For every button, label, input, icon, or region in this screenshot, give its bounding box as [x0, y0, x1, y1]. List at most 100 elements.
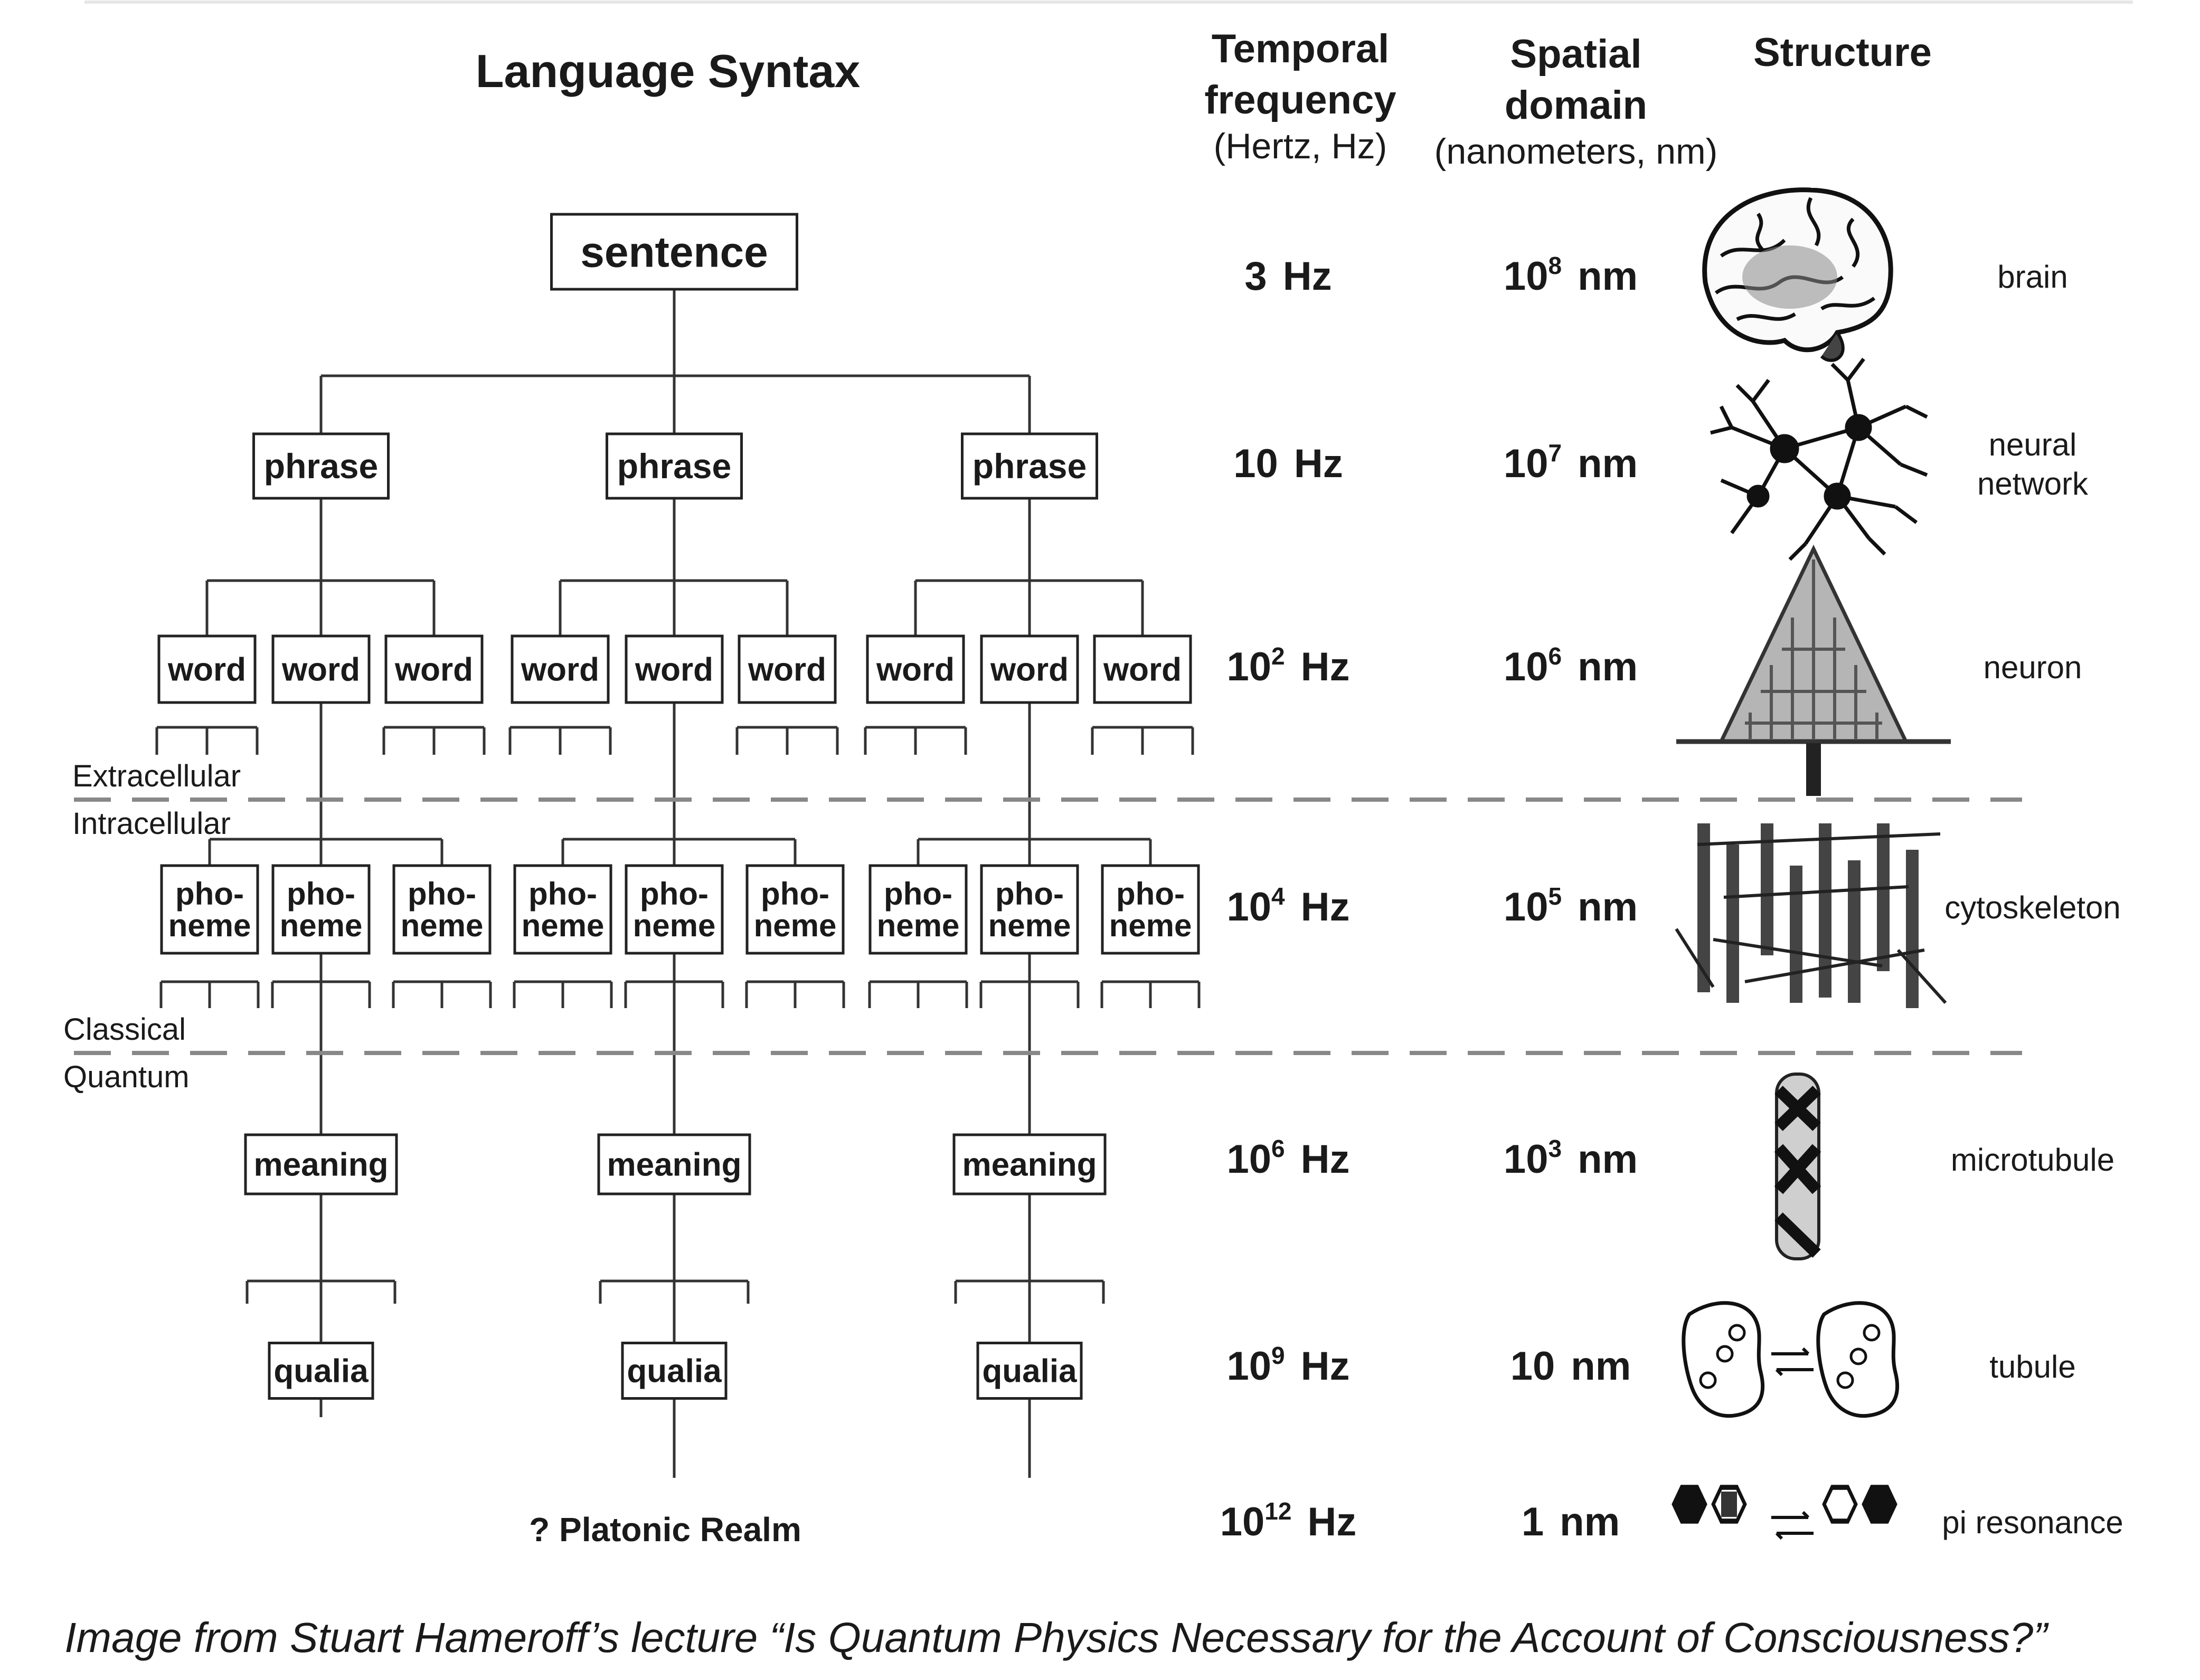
phoneme-node-frame — [392, 864, 492, 955]
word-node-label: word — [167, 652, 246, 688]
tree-connectors — [155, 289, 1201, 1478]
phoneme-node-label: neme — [988, 908, 1071, 943]
word-node-frame — [1093, 634, 1192, 704]
phoneme-node-label: neme — [633, 908, 716, 943]
phoneme-node-label: pho- — [640, 876, 709, 912]
phoneme-node-label: pho- — [884, 876, 952, 912]
word-node-label: word — [635, 652, 713, 688]
phrase-node: phrase — [961, 432, 1098, 500]
phoneme-node: pho-neme — [160, 864, 259, 955]
word-node-frame — [625, 634, 724, 704]
meaning-node-frame — [597, 1133, 751, 1195]
qualia-node: qualia — [621, 1342, 728, 1400]
structure-label: tubule — [1989, 1349, 2075, 1384]
neural-network-icon — [1710, 357, 1928, 561]
meaning-node-label: meaning — [607, 1147, 742, 1183]
phoneme-node-frame — [980, 864, 1079, 955]
pi-resonance-icon — [1672, 1485, 1897, 1540]
sentence-node-frame — [550, 213, 798, 291]
cytoskeleton-icon — [1675, 823, 1947, 1008]
meaning-node-frame — [952, 1133, 1107, 1195]
phoneme-node-frame — [745, 864, 845, 955]
diagram-title: Language Syntax — [476, 45, 861, 97]
phrase-node: phrase — [606, 432, 743, 500]
phoneme-node-label: pho- — [761, 876, 829, 912]
phoneme-node: pho-neme — [1101, 864, 1200, 955]
word-node-frame — [511, 634, 610, 704]
meaning-node-label: meaning — [962, 1147, 1097, 1183]
phrase-node-label: phrase — [617, 447, 731, 486]
phrase-node-frame — [252, 432, 390, 500]
phoneme-node-label: neme — [280, 908, 363, 943]
qualia-node-frame — [268, 1342, 374, 1400]
phoneme-node: pho-neme — [271, 864, 371, 955]
qualia-node-frame — [621, 1342, 728, 1400]
word-node-frame — [980, 634, 1079, 704]
word-node: word — [1093, 634, 1192, 704]
word-node-label: word — [1103, 652, 1182, 688]
structure-label: neural — [1989, 427, 2077, 462]
word-node-frame — [866, 634, 965, 704]
word-node: word — [866, 634, 965, 704]
phoneme-node-label: neme — [1109, 908, 1192, 943]
phoneme-node-frame — [625, 864, 724, 955]
phoneme-node-label: pho- — [175, 876, 244, 912]
phrase-node: phrase — [252, 432, 390, 500]
qualia-node: qualia — [268, 1342, 374, 1400]
classical-label: Classical — [63, 1012, 186, 1047]
phoneme-node: pho-neme — [745, 864, 845, 955]
phoneme-node: pho-neme — [513, 864, 612, 955]
structure-label: brain — [1997, 259, 2067, 295]
phrase-node-frame — [606, 432, 743, 500]
qualia-node: qualia — [976, 1342, 1083, 1400]
word-node: word — [980, 634, 1079, 704]
meaning-node: meaning — [952, 1133, 1107, 1195]
spatial-domain-header: Spatial domain (nanometers, nm) — [1434, 32, 1718, 172]
word-node-frame — [738, 634, 837, 704]
word-node: word — [625, 634, 724, 704]
spatial-header-unit: (nanometers, nm) — [1434, 131, 1718, 172]
spatial-header-line2: domain — [1505, 83, 1647, 128]
word-node-label: word — [394, 652, 473, 688]
microtubule-icon — [1774, 1072, 1821, 1260]
qualia-node-frame — [976, 1342, 1083, 1400]
phoneme-node: pho-neme — [868, 864, 968, 955]
word-node: word — [738, 634, 837, 704]
qualia-node-label: qualia — [273, 1353, 369, 1390]
word-node-frame — [157, 634, 257, 704]
sentence-node: sentence — [550, 213, 798, 291]
meaning-node: meaning — [597, 1133, 751, 1195]
intracellular-label: Intracellular — [72, 806, 231, 841]
phoneme-node: pho-neme — [392, 864, 492, 955]
word-node: word — [511, 634, 610, 704]
word-node-label: word — [876, 652, 955, 688]
phoneme-node-label: neme — [168, 908, 251, 943]
phoneme-node-label: pho- — [408, 876, 476, 912]
temporal-header-unit: (Hertz, Hz) — [1214, 126, 1387, 166]
temporal-frequency-header: Temporal frequency (Hertz, Hz) — [1204, 26, 1396, 166]
image-caption: Image from Stuart Hameroff’s lecture “Is… — [64, 1614, 2049, 1661]
phoneme-node-label: neme — [877, 908, 960, 943]
phoneme-node-label: pho- — [995, 876, 1064, 912]
phrase-node-label: phrase — [264, 447, 378, 486]
qualia-node-label: qualia — [627, 1353, 722, 1390]
temporal-header-line2: frequency — [1204, 78, 1396, 122]
meaning-node: meaning — [244, 1133, 398, 1195]
